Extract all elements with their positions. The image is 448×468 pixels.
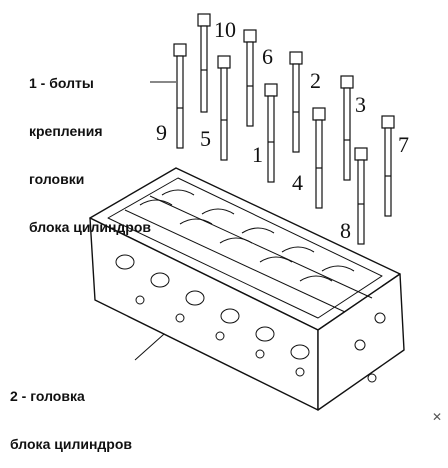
legend-bolts-line-3: головки	[29, 171, 85, 187]
bolt-5	[217, 55, 231, 161]
bolt-4	[312, 107, 326, 209]
legend-bolts-line-4: блока цилиндров	[29, 219, 152, 235]
legend-head-line-2: блока цилиндров	[10, 436, 133, 452]
bolt-number-5: 5	[200, 126, 211, 151]
bolt-2	[289, 51, 303, 153]
cylinder-head-diagram: 10 9 5 6 1 2 4 3 8 7	[89, 13, 409, 411]
legend-bolts-line-1: 1 - болты	[29, 75, 94, 91]
bolt-1	[264, 83, 278, 183]
cylinder-head	[89, 167, 405, 411]
bolt-10	[197, 13, 211, 113]
bolt-number-8: 8	[340, 218, 351, 243]
bolt-8	[354, 147, 368, 245]
bolt-number-6: 6	[262, 44, 273, 69]
legend-head: 2 - головка блока цилиндров	[10, 356, 132, 468]
bolts	[173, 13, 395, 245]
bolt-7	[381, 115, 395, 217]
legend-head-line-1: 2 - головка	[10, 388, 85, 404]
legend-bolts-line-2: крепления	[29, 123, 103, 139]
bolt-9	[173, 43, 187, 149]
bolt-number-2: 2	[310, 68, 321, 93]
bolt-number-10: 10	[214, 17, 236, 42]
legend-bolts: 1 - болты крепления головки блока цилинд…	[29, 43, 151, 251]
bolt-number-9: 9	[156, 120, 167, 145]
bolt-3	[340, 75, 354, 181]
bolt-number-3: 3	[355, 92, 366, 117]
bolt-number-1: 1	[252, 142, 263, 167]
bolt-number-4: 4	[292, 170, 303, 195]
close-icon: ✕	[431, 410, 442, 424]
bolt-number-7: 7	[398, 132, 409, 157]
bolt-6	[243, 29, 257, 127]
